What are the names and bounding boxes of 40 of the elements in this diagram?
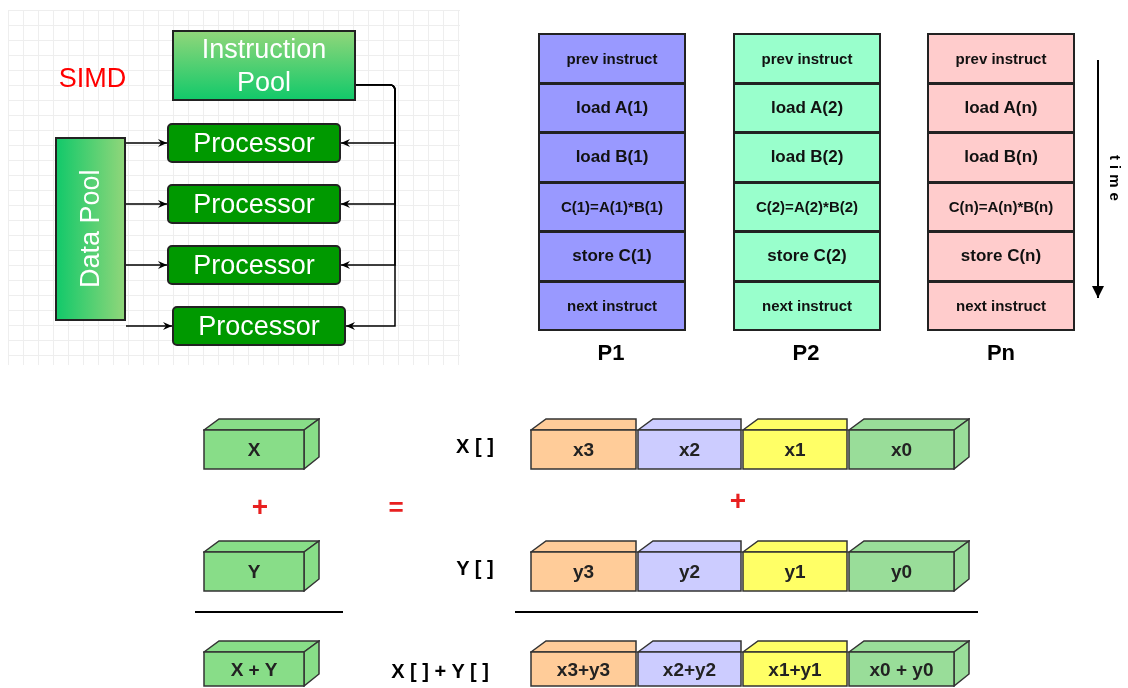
step-cell: C(n)=A(n)*B(n)	[927, 181, 1075, 232]
step-cell: store C(1)	[538, 231, 686, 282]
step-cell: prev instruct	[538, 33, 686, 84]
axis-label: time	[1105, 153, 1125, 208]
step-cell: next instruct	[538, 280, 686, 331]
column-label: P1	[596, 339, 626, 367]
operator-sign: =	[387, 490, 405, 524]
step-cell: next instruct	[733, 280, 881, 331]
step-cell: prev instruct	[733, 33, 881, 84]
step-cell: store C(2)	[733, 231, 881, 282]
step-cell: prev instruct	[927, 33, 1075, 84]
step-cell: load B(2)	[733, 132, 881, 183]
arrow	[125, 139, 168, 147]
arrow	[125, 200, 168, 208]
step-cell: load A(n)	[927, 82, 1075, 133]
step-cell: next instruct	[927, 280, 1075, 331]
processor-box: Processor	[167, 184, 341, 224]
processor-box: Processor	[167, 245, 341, 285]
arrow	[125, 261, 168, 269]
processor-box: Processor	[172, 306, 346, 346]
step-cell: load A(2)	[733, 82, 881, 133]
step-cell: load B(n)	[927, 132, 1075, 183]
step-cell: C(1)=A(1)*B(1)	[538, 181, 686, 232]
column-label: Pn	[985, 339, 1017, 367]
row-label: X [ ]	[455, 433, 495, 459]
step-cell: load B(1)	[538, 132, 686, 183]
column-label: P2	[791, 339, 821, 367]
operator-sign: +	[250, 490, 270, 524]
step-cell: C(2)=A(2)*B(2)	[733, 181, 881, 232]
step-cell: load A(1)	[538, 82, 686, 133]
pool-box: Data Pool	[55, 137, 126, 321]
row-label: Y [ ]	[455, 555, 495, 581]
step-cell: store C(n)	[927, 231, 1075, 282]
pool-box: Instruction Pool	[172, 30, 356, 101]
operator-sign: +	[728, 484, 748, 518]
title-label: SIMD	[57, 61, 128, 95]
row-label: X [ ] + Y [ ]	[390, 658, 490, 684]
processor-box: Processor	[167, 123, 341, 163]
arrow	[345, 83, 396, 330]
arrow	[125, 322, 173, 330]
